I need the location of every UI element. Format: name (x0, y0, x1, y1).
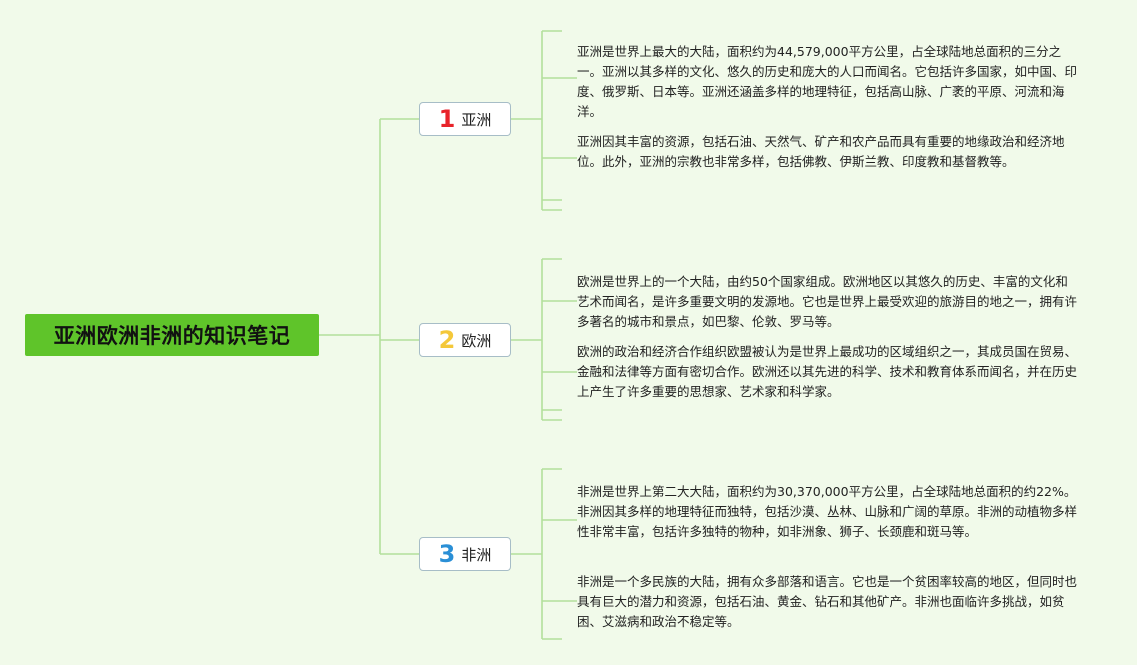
asia-paragraph-2: 亚洲因其丰富的资源，包括石油、天然气、矿产和农产品而具有重要的地缘政治和经济地位… (577, 134, 1065, 169)
branch-number-2: 2 (438, 326, 456, 354)
europe-paragraph-1: 欧洲是世界上的一个大陆，由约50个国家组成。欧洲地区以其悠久的历史、丰富的文化和… (577, 274, 1078, 329)
branch-label-asia: 亚洲 (461, 110, 492, 129)
root-title: 亚洲欧洲非洲的知识笔记 (53, 324, 291, 348)
branch-label-europe: 欧洲 (461, 331, 492, 350)
branch-node-asia[interactable]: 1 亚洲 (419, 102, 511, 136)
branch-number-1: 1 (438, 105, 456, 133)
branch-node-africa[interactable]: 3 非洲 (419, 537, 511, 571)
europe-paragraph-2: 欧洲的政治和经济合作组织欧盟被认为是世界上最成功的区域组织之一，其成员国在贸易、… (577, 344, 1078, 399)
branch-label-africa: 非洲 (461, 545, 492, 564)
africa-paragraph-2: 非洲是一个多民族的大陆，拥有众多部落和语言。它也是一个贫困率较高的地区，但同时也… (577, 574, 1078, 629)
branch-number-3: 3 (438, 540, 456, 568)
root-node[interactable]: 亚洲欧洲非洲的知识笔记 (25, 314, 319, 356)
asia-paragraph-1: 亚洲是世界上最大的大陆，面积约为44,579,000平方公里，占全球陆地总面积的… (577, 44, 1078, 119)
branch-node-europe[interactable]: 2 欧洲 (419, 323, 511, 357)
africa-paragraph-1: 非洲是世界上第二大大陆，面积约为30,370,000平方公里，占全球陆地总面积的… (577, 484, 1078, 539)
